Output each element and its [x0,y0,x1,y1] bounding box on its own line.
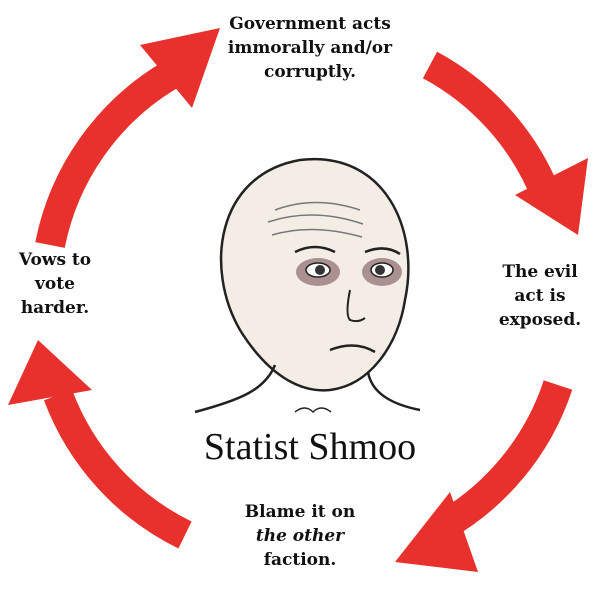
step-act-exposed: The evil act is exposed. [485,260,595,332]
step-text-line: immorally and/or [227,38,393,58]
step-text-line: exposed. [498,310,582,330]
step-text-line: harder. [20,298,90,318]
step-blame-other-faction: Blame it on the other faction. [210,500,390,572]
arrow-top-right [422,51,563,206]
step-vows-to-vote: Vows to vote harder. [5,248,105,320]
arrowhead-bottom-left [8,340,92,405]
step-text-line: The evil [502,262,578,282]
arrowhead-top-right [515,158,588,235]
step-text-line: the other [255,526,345,546]
arrowhead-bottom-right [395,492,478,572]
step-text-line: act is [514,286,566,306]
step-text-line: corruptly. [263,62,356,82]
arrow-top-left [35,62,178,249]
step-government-acts: Government acts immorally and/or corrupt… [200,12,420,84]
arrow-bottom-left [43,389,192,549]
step-text-line: Government acts [229,14,391,34]
step-text-line: vote [35,274,75,294]
step-text-line: Blame it on [244,502,356,522]
arrow-bottom-right [432,380,573,542]
step-text-line: Vows to [18,250,92,270]
caption-title: Statist Shmoo [203,426,417,468]
step-text-line: faction. [263,550,337,570]
shmoo-face-illustration [194,157,421,414]
arrowhead-top-left [140,28,220,108]
